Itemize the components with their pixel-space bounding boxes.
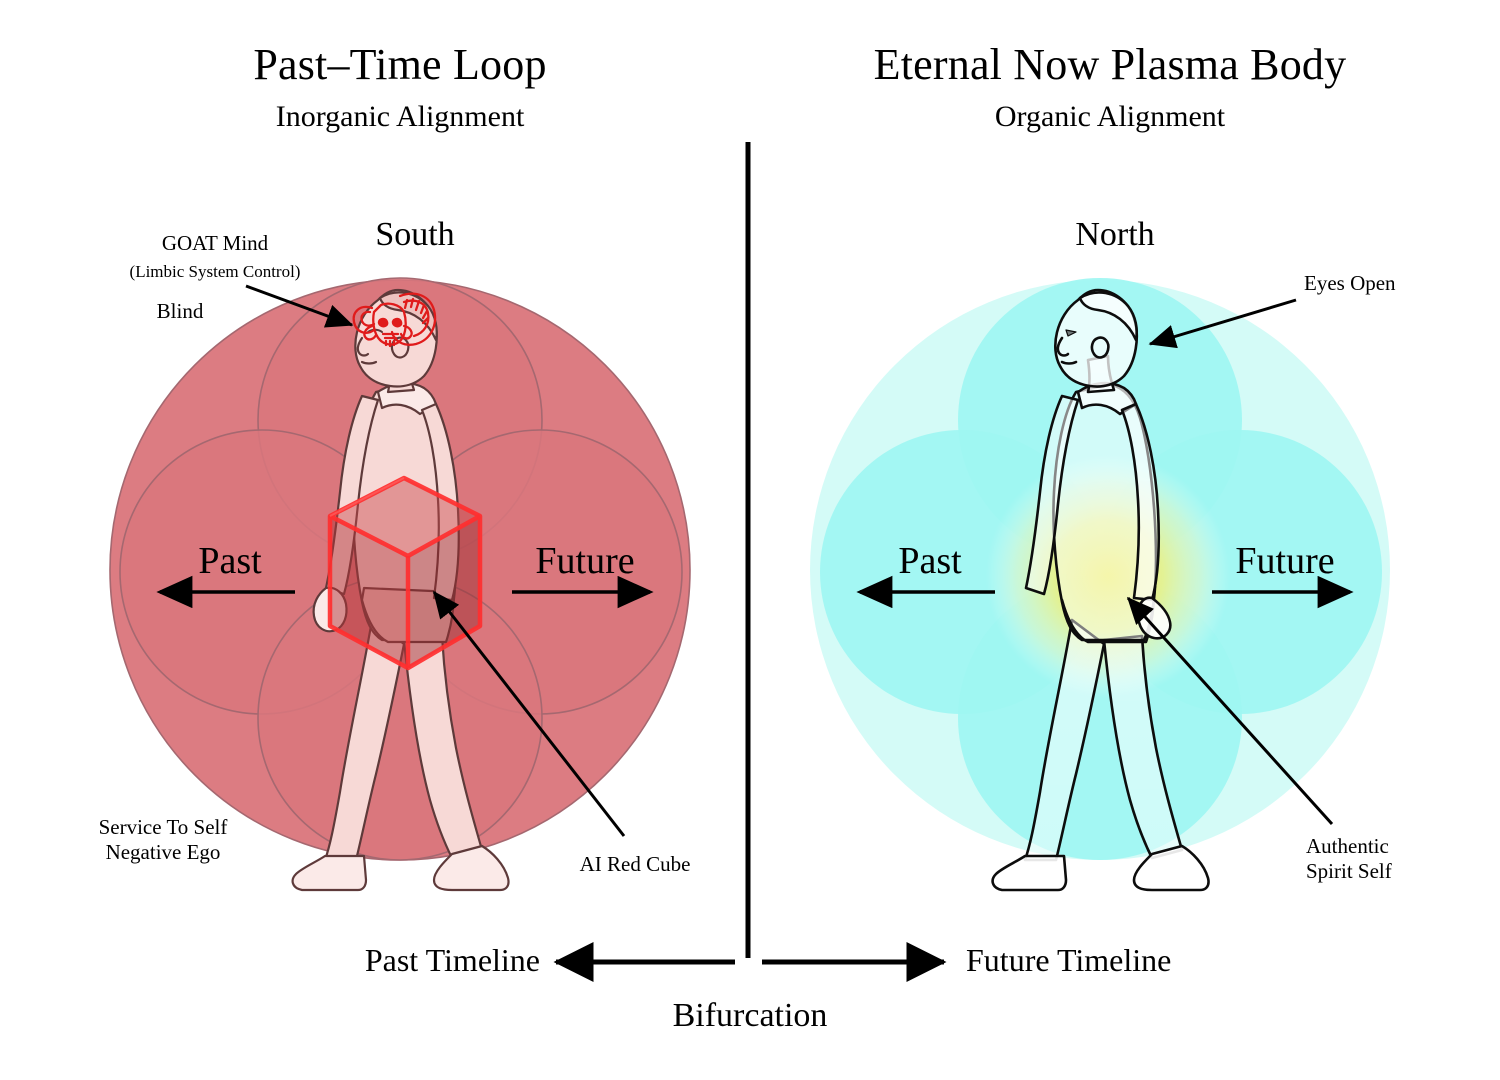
right-past-label: Past bbox=[898, 540, 962, 582]
annotation-blind: Blind bbox=[156, 299, 204, 323]
annotation-service-to-self-line2: Negative Ego bbox=[105, 840, 221, 864]
left-past-label: Past bbox=[198, 540, 262, 582]
annotation-goat-mind-sub: (Limbic System Control) bbox=[129, 262, 301, 281]
goat-head-icon bbox=[352, 292, 437, 348]
red-cube-icon bbox=[327, 475, 483, 671]
annotation-service-to-self-line1: Service To Self bbox=[98, 815, 228, 839]
pointer-arrow-icon-ai-red-cube bbox=[432, 590, 626, 837]
pointer-arrow-icon-goat-mind bbox=[245, 284, 354, 328]
pointer-arrow-icon-eyes-open bbox=[1148, 298, 1297, 349]
footer-future-timeline: Future Timeline bbox=[966, 942, 1172, 978]
pointer-arrow-icon-authentic-spirit-self bbox=[1126, 596, 1334, 826]
right-panel-title: Eternal Now Plasma Body bbox=[873, 40, 1347, 89]
annotation-authentic-spirit-self-line1: Authentic bbox=[1306, 834, 1389, 858]
left-pole-label-south: South bbox=[375, 216, 455, 253]
annotation-authentic-spirit-self-line2: Spirit Self bbox=[1306, 859, 1392, 883]
right-panel-subtitle: Organic Alignment bbox=[994, 100, 1226, 133]
footer-bifurcation: Bifurcation bbox=[672, 997, 828, 1034]
annotation-ai-red-cube: AI Red Cube bbox=[579, 852, 691, 876]
right-future-label: Future bbox=[1235, 540, 1335, 582]
left-panel-title: Past–Time Loop bbox=[253, 40, 547, 89]
left-panel-subtitle: Inorganic Alignment bbox=[275, 100, 525, 133]
right-pole-label-north: North bbox=[1075, 216, 1155, 253]
annotation-goat-mind: GOAT Mind bbox=[161, 231, 269, 255]
left-future-label: Future bbox=[535, 540, 635, 582]
annotation-eyes-open: Eyes Open bbox=[1304, 271, 1396, 295]
footer-past-timeline: Past Timeline bbox=[364, 942, 540, 978]
